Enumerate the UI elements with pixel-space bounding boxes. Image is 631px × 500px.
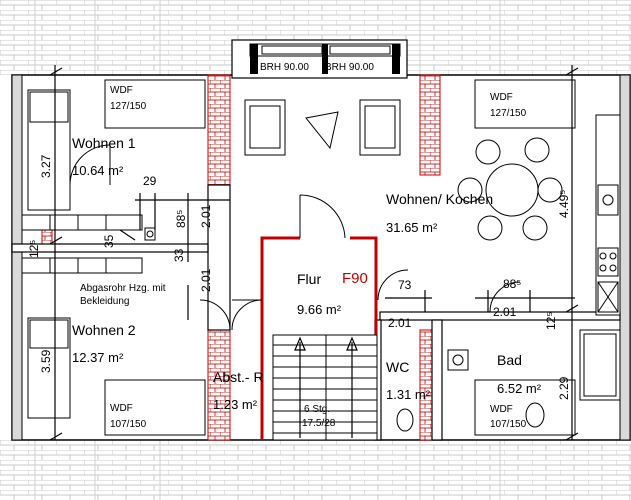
stair-steps (273, 344, 377, 434)
roof-tiles-bottom (0, 440, 631, 500)
dim-201-a: 2.01 (199, 204, 213, 228)
flur-fire-door-class: F90 (342, 270, 368, 287)
stairs-steps: 6 Stg. (304, 404, 331, 415)
dim-125-a: 12⁵ (27, 239, 41, 258)
dim-33: 33 (172, 248, 186, 262)
wdf-label-2: WDF (490, 92, 513, 103)
dim-125-b: 12⁵ (544, 311, 558, 330)
shelf-wohnen1 (21, 214, 143, 274)
note-abgas-line2: Bekleidung (80, 296, 130, 307)
bath-fixtures (396, 329, 621, 432)
flur-door (299, 194, 346, 239)
room-bad-area: 6.52 m² (497, 381, 542, 396)
wall-left (11, 74, 23, 441)
room-wohnen-kochen-area: 31.65 m² (386, 220, 438, 235)
dim-29: 29 (143, 174, 157, 188)
internal-walls (11, 184, 621, 441)
room-bad-name: Bad (497, 352, 522, 368)
dim-201-d: 2.01 (493, 305, 517, 319)
dim-201-b: 2.01 (199, 268, 213, 292)
wdf-windows (104, 79, 576, 436)
room-wohnen2-name: Wohnen 2 (72, 322, 136, 338)
room-wc-area: 1.31 m² (386, 387, 431, 402)
window-brh-right: BRH 90.00 (325, 62, 374, 73)
dim-35: 35 (102, 234, 116, 248)
dim-359: 3.59 (39, 349, 53, 373)
wdf-size-1: 127/150 (110, 101, 147, 112)
dim-885-b: 88⁵ (503, 277, 522, 291)
room-flur-name: Flur (297, 271, 322, 287)
bed-wohnen2 (27, 317, 71, 419)
wdf-size-2: 127/150 (490, 108, 527, 119)
dim-229: 2.29 (557, 376, 571, 400)
wdf-size-4: 107/150 (490, 419, 527, 430)
fixtures-misc (144, 227, 156, 241)
wall-right (619, 74, 631, 441)
dim-885-a: 88⁵ (174, 209, 188, 228)
room-wc-name: WC (386, 359, 410, 375)
room-abst-name: Abst.- R (213, 369, 264, 385)
window-brh-left: BRH 90.00 (260, 62, 309, 73)
door-swings (69, 144, 521, 331)
living-furniture (244, 99, 401, 156)
room-wohnen-kochen-name: Wohnen/ Kochen (386, 191, 494, 207)
dim-201-c: 2.01 (388, 316, 412, 330)
kitchen-row (595, 114, 621, 316)
dim-73: 73 (398, 278, 412, 292)
dining-table (457, 137, 563, 241)
wdf-label-4: WDF (490, 404, 513, 415)
dimension-lines (49, 65, 579, 441)
bed-wohnen1 (27, 89, 71, 211)
stairs-ratio: 17.5/28 (302, 418, 336, 429)
room-wohnen2-area: 12.37 m² (72, 350, 124, 365)
dormer-top (231, 39, 408, 79)
room-abst-area: 1.23 m² (213, 397, 258, 412)
abst-door (231, 299, 263, 331)
dim-327: 3.27 (39, 154, 53, 178)
stair-arrows (294, 336, 358, 438)
dim-4495: 4.49⁵ (557, 189, 571, 218)
note-abgas-line1: Abgasrohr Hzg. mit (80, 283, 166, 294)
wdf-size-3: 107/150 (110, 419, 147, 430)
room-wohnen1-area: 10.64 m² (72, 163, 124, 178)
wdf-label-1: WDF (110, 85, 133, 96)
room-flur-area: 9.66 m² (297, 302, 342, 317)
room-wohnen1-name: Wohnen 1 (72, 135, 136, 151)
wdf-label-3: WDF (110, 403, 133, 414)
